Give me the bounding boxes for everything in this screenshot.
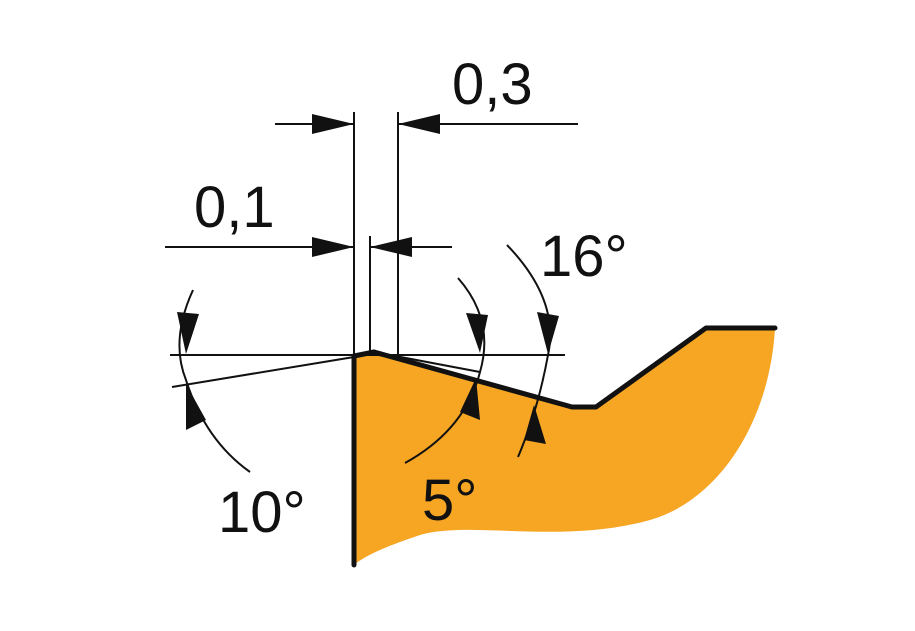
dim-top-arrow-right bbox=[398, 114, 440, 134]
angle-right-label: 16° bbox=[540, 224, 628, 289]
angle-left-arrow-top bbox=[177, 312, 199, 354]
dim-mid-arrow-right bbox=[370, 237, 412, 257]
insert-top-profile bbox=[371, 325, 778, 410]
dim-mid-label: 0,1 bbox=[194, 175, 275, 240]
angle-right-arrow-bottom bbox=[524, 405, 546, 444]
angle-center-arrow-bottom bbox=[460, 378, 480, 420]
angle-left-arrow-bottom bbox=[186, 384, 206, 430]
angle-right-arrow-top bbox=[537, 312, 559, 354]
dim-mid-arrow-left bbox=[312, 237, 354, 257]
dim-top-arrow-left bbox=[312, 114, 354, 134]
angle-center-arc bbox=[404, 277, 486, 464]
angle-center-label: 5° bbox=[422, 468, 477, 533]
dim-top-label: 0,3 bbox=[452, 52, 533, 117]
insert-body bbox=[354, 328, 775, 565]
land-line bbox=[373, 351, 481, 373]
clearance-line bbox=[171, 356, 355, 388]
angle-center-arrow-top bbox=[466, 313, 488, 353]
angle-left-label: 10° bbox=[218, 480, 306, 545]
